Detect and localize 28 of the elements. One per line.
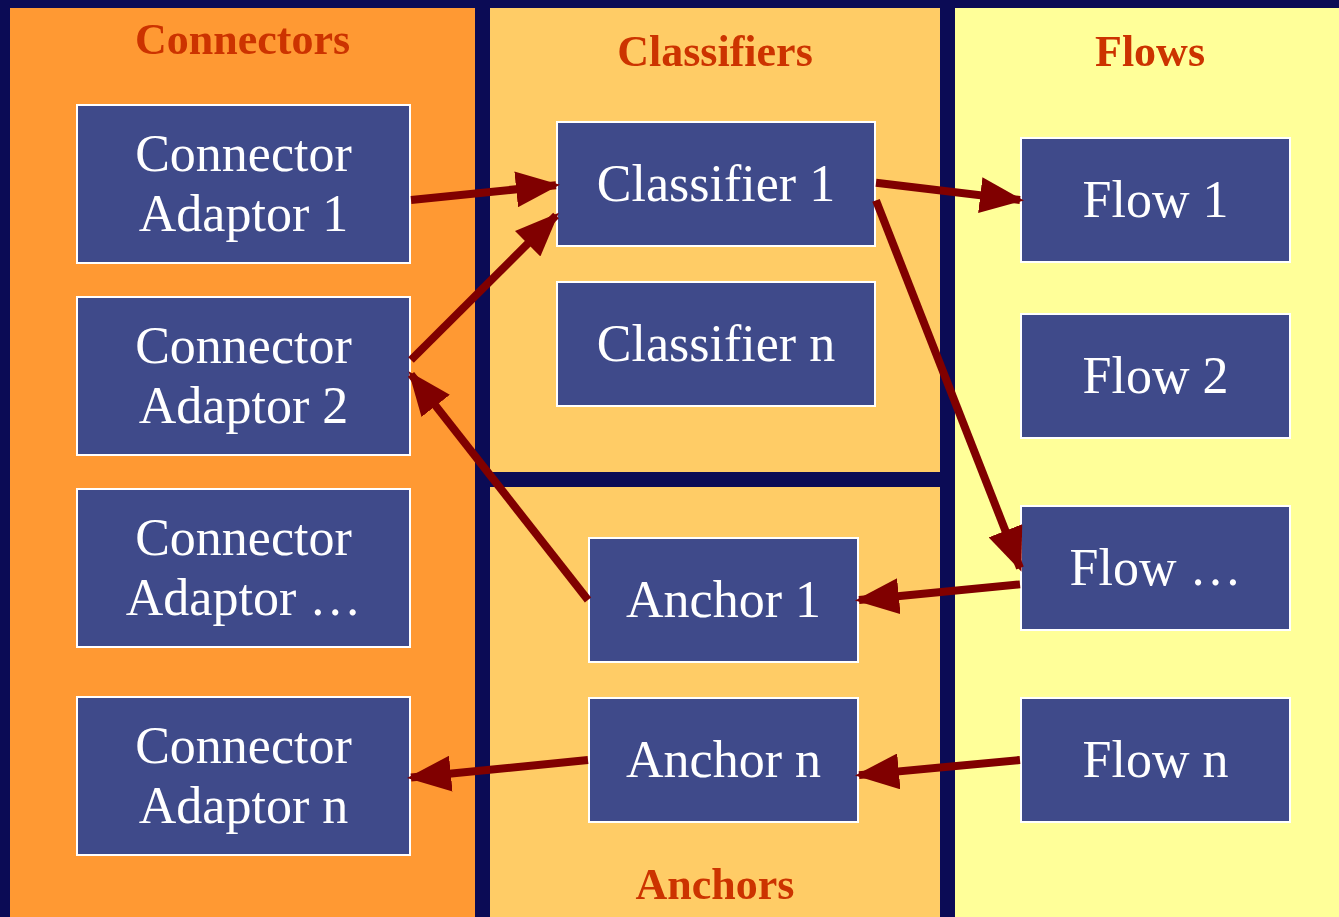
arrow <box>855 578 1021 615</box>
panel-heading: Connectors <box>134 18 351 62</box>
arrow <box>872 198 1024 572</box>
panel-heading: Anchors <box>635 863 795 907</box>
component-box: Connector Adaptor … <box>76 488 411 648</box>
component-box: Flow 2 <box>1020 313 1291 439</box>
arrow <box>410 171 560 208</box>
arrow <box>407 371 592 603</box>
group-panel <box>490 487 940 917</box>
component-box: Flow n <box>1020 697 1291 823</box>
component-box: Connector Adaptor n <box>76 696 411 856</box>
group-panel <box>490 8 940 472</box>
group-panel <box>955 8 1339 917</box>
component-box: Classifier n <box>556 281 876 407</box>
component-box: Anchor n <box>588 697 859 823</box>
arrow <box>855 753 1021 790</box>
arrow <box>407 755 589 792</box>
arrow <box>408 212 559 363</box>
component-box: Classifier 1 <box>556 121 876 247</box>
component-box: Connector Adaptor 1 <box>76 104 411 264</box>
panel-heading: Flows <box>1095 30 1205 74</box>
component-box: Flow 1 <box>1020 137 1291 263</box>
arrow <box>875 177 1024 214</box>
component-box: Flow … <box>1020 505 1291 631</box>
component-box: Anchor 1 <box>588 537 859 663</box>
panel-heading: Classifiers <box>617 30 813 74</box>
component-box: Connector Adaptor 2 <box>76 296 411 456</box>
group-panel <box>10 8 475 917</box>
